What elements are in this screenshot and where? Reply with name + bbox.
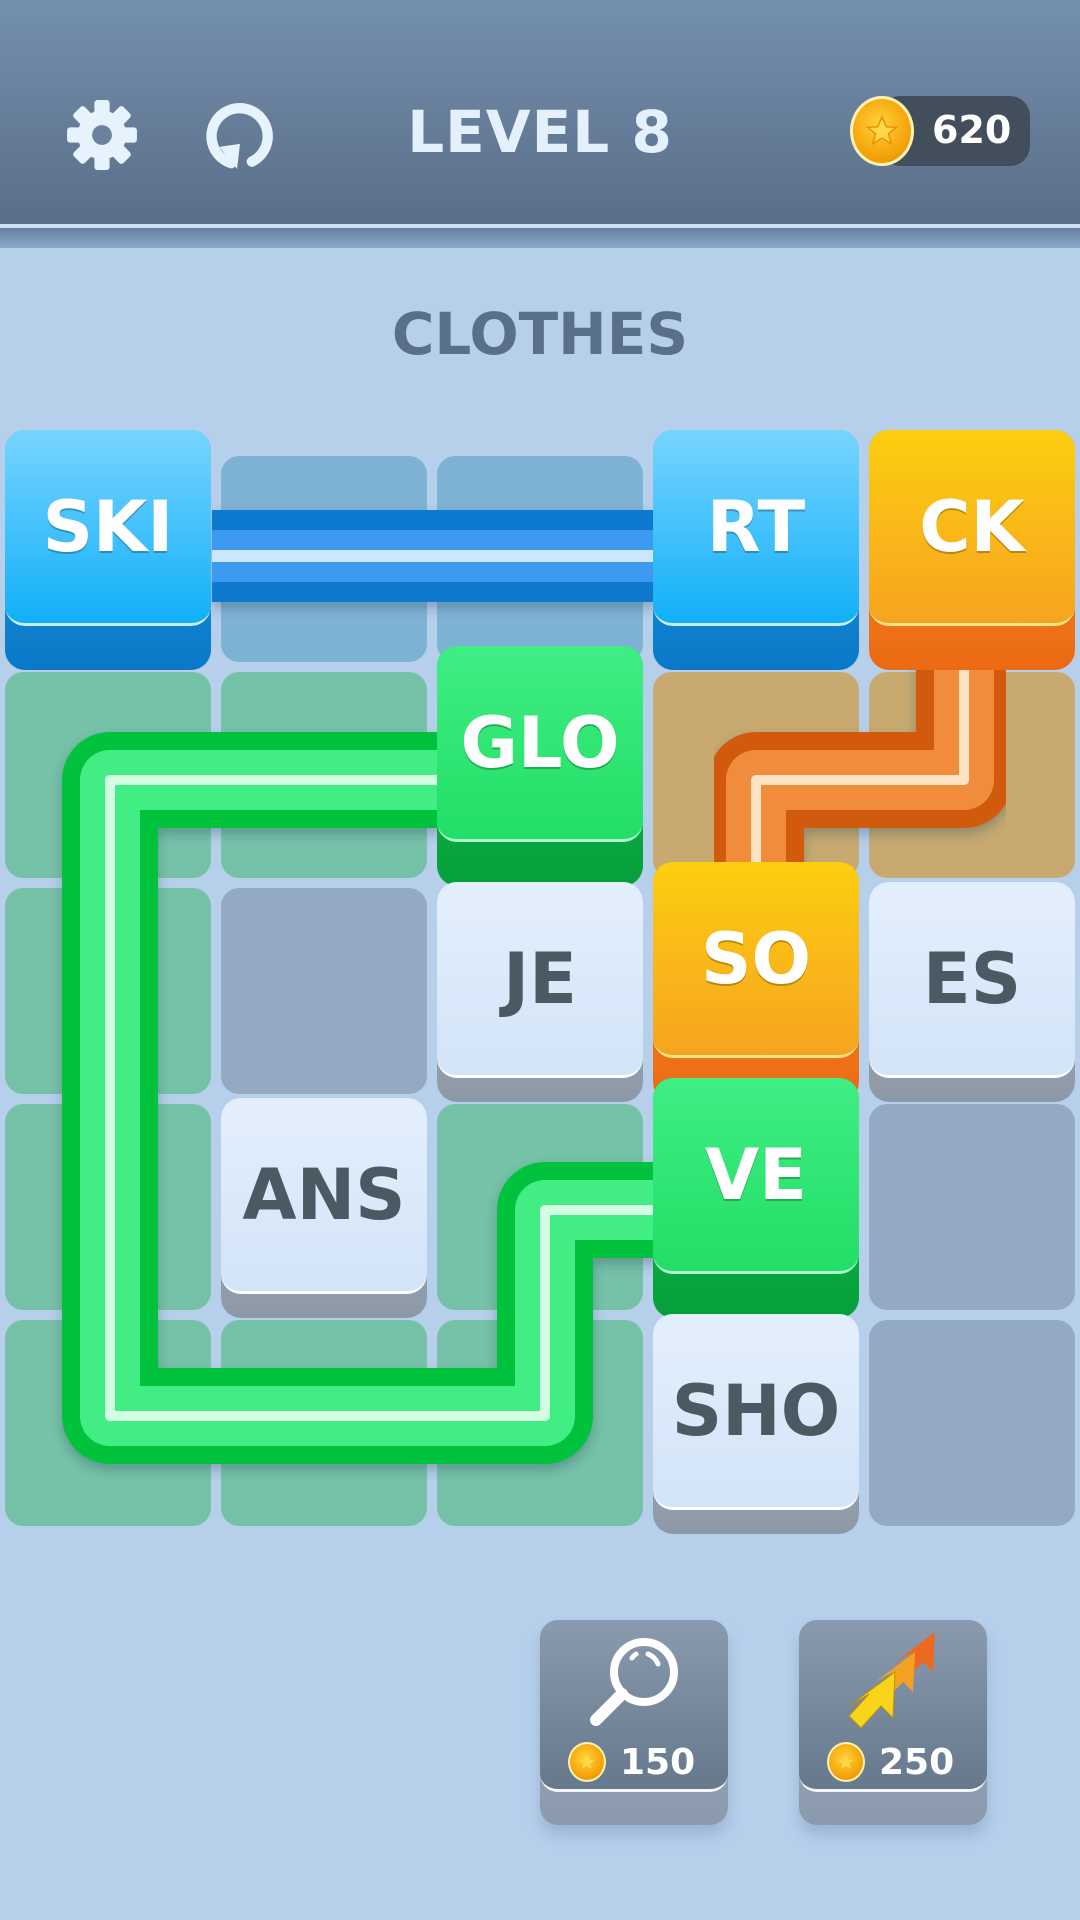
tile-text: GLO xyxy=(460,701,620,784)
header-divider xyxy=(0,228,1080,248)
tile-text: CK xyxy=(919,485,1025,568)
word-tile-es[interactable]: ES xyxy=(869,882,1075,1102)
settings-button[interactable] xyxy=(62,95,142,175)
boost-price: 250 xyxy=(827,1741,955,1783)
hint-booster-button[interactable]: 150 xyxy=(540,1620,728,1825)
tile-text: SO xyxy=(701,917,811,1000)
word-tile-je[interactable]: JE xyxy=(437,882,643,1102)
pipe-sock xyxy=(708,640,1012,880)
word-tile-glo[interactable]: GLO xyxy=(437,646,643,886)
coin-balance-value: 620 xyxy=(932,108,1012,152)
word-tile-ans[interactable]: ANS xyxy=(221,1098,427,1318)
pipe-glove xyxy=(62,732,660,1464)
tile-text: SKI xyxy=(42,485,174,568)
category-title: CLOTHES xyxy=(391,300,689,368)
tile-text: ES xyxy=(922,937,1022,1020)
coin-balance: 620 xyxy=(850,96,1030,166)
restart-button[interactable] xyxy=(200,95,280,175)
boost-booster-button[interactable]: 250 xyxy=(799,1620,987,1825)
magnifier-icon xyxy=(590,1638,678,1726)
star-coin-icon xyxy=(850,96,914,166)
arrows-icon xyxy=(848,1632,935,1729)
hint-price: 150 xyxy=(568,1741,696,1783)
grid-cell[interactable] xyxy=(869,1104,1075,1310)
star-coin-icon xyxy=(568,1742,606,1782)
word-tile-ve[interactable]: VE xyxy=(653,1078,859,1318)
tile-text: VE xyxy=(705,1133,807,1216)
grid-cell[interactable] xyxy=(869,1320,1075,1526)
tile-text: ANS xyxy=(242,1153,406,1236)
word-tile-sho[interactable]: SHO xyxy=(653,1314,859,1534)
top-bar: LEVEL 8 620 xyxy=(0,0,1080,248)
level-title: LEVEL 8 xyxy=(407,98,673,166)
tile-text: RT xyxy=(706,485,806,568)
word-tile-ck[interactable]: CK xyxy=(869,430,1075,670)
star-coin-icon xyxy=(827,1742,865,1782)
boost-price-value: 250 xyxy=(879,1741,955,1783)
word-tile-rt[interactable]: RT xyxy=(653,430,859,670)
gear-icon xyxy=(67,100,137,170)
word-tile-so[interactable]: SO xyxy=(653,862,859,1102)
hint-price-value: 150 xyxy=(620,1741,696,1783)
restart-icon xyxy=(206,103,273,170)
word-tile-ski[interactable]: SKI xyxy=(5,430,211,670)
grid-cell[interactable] xyxy=(221,888,427,1094)
pipe-skirt xyxy=(212,510,656,602)
tile-text: SHO xyxy=(671,1369,841,1452)
tile-text: JE xyxy=(503,937,577,1020)
